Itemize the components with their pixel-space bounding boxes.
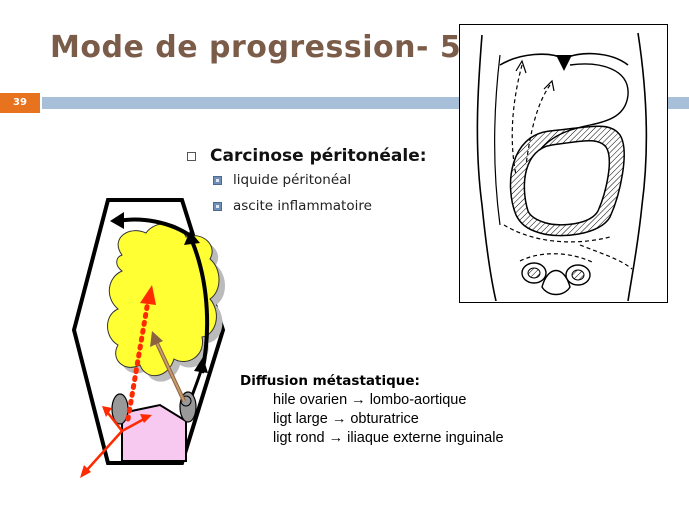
bullet-sub: ascite inflammatoire [213,198,427,214]
square-bullet-icon [213,175,222,185]
tumor-spread-figure [60,195,250,485]
diffusion-title: Diffusion métastatique: [240,373,420,389]
bullet-main: Carcinose péritonéale: [187,146,427,166]
peritoneal-circulation-figure [459,24,668,303]
bullet-main-text: Carcinose péritonéale: [210,146,427,166]
bullet-list: Carcinose péritonéale: liquide péritonéa… [187,146,427,224]
diffusion-line: ligt large → obturatrice [273,411,419,427]
square-bullet-icon [213,201,222,211]
hexagon-diagram [71,198,226,478]
bullet-sub: liquide péritonéal [213,172,427,188]
bullet-sub-text: ascite inflammatoire [233,198,372,214]
slide-number: 39 [0,93,40,113]
slide-title: Mode de progression- 5 [50,30,462,65]
diffusion-line: ligt rond → iliaque externe inguinale [273,430,504,446]
abdomen-diagram [476,32,648,302]
diffusion-text-block: Diffusion métastatique: hile ovarien → l… [240,373,504,448]
hollow-square-bullet-icon [187,151,196,161]
bullet-sub-text: liquide péritonéal [233,172,352,188]
diffusion-line: hile ovarien → lombo-aortique [273,392,467,408]
